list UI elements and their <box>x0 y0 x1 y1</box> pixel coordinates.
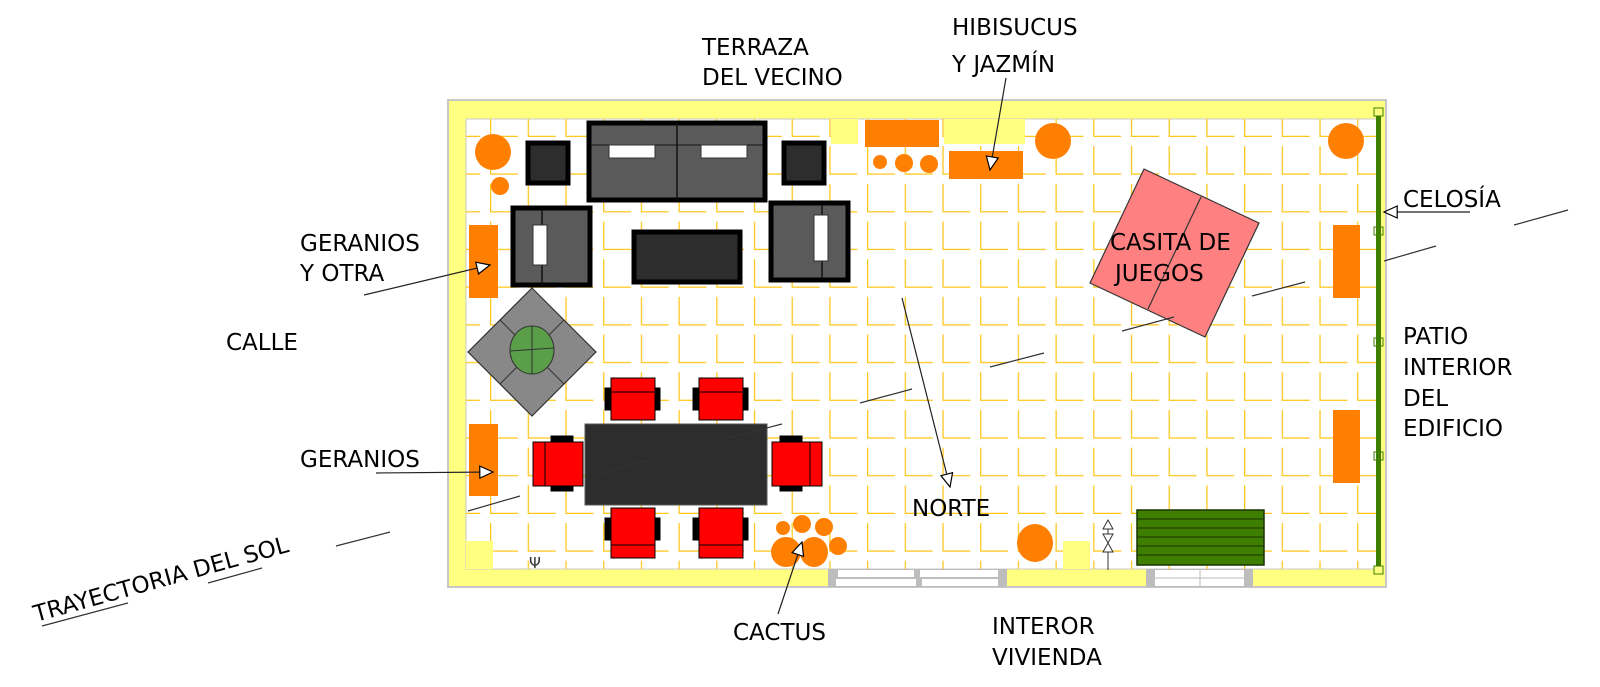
label-terraza: TERRAZA <box>701 35 809 61</box>
arrow-cactus <box>777 540 805 615</box>
side-table-left <box>525 140 571 186</box>
arrow-hibiscus <box>985 77 1007 172</box>
north-arrow-icon <box>901 297 954 489</box>
label-geranios-otra: Y OTRA <box>299 261 385 287</box>
dining-table <box>584 423 768 506</box>
label-casita: CASITA DE <box>1110 230 1231 256</box>
sun-trajectory <box>41 209 1569 627</box>
armchair-right <box>768 200 851 283</box>
planter-box <box>1333 225 1360 298</box>
label-arrows <box>363 77 1470 615</box>
arrow-geranios-otra <box>363 261 492 296</box>
label-sun-trajectory: TRAYECTORIA DEL SOL <box>30 532 292 628</box>
label-calle: CALLE <box>226 330 298 356</box>
label-norte: NORTE <box>912 496 990 522</box>
armchair-left <box>510 205 593 288</box>
door-interior-1 <box>828 569 1007 587</box>
geranium-planter <box>469 424 498 496</box>
antenna-icon: Ψ <box>529 554 541 572</box>
plant-pot <box>1017 524 1053 562</box>
chair <box>692 377 749 421</box>
planter-box <box>865 120 939 147</box>
label-interior: INTEROR <box>992 614 1095 640</box>
cactus-group <box>771 515 847 567</box>
valve-icon <box>1102 518 1114 570</box>
chair <box>532 435 584 492</box>
plant-pot <box>1035 123 1071 159</box>
diamond-planter <box>467 287 597 417</box>
arrow-geranios <box>375 465 495 480</box>
label-hibiscus: HIBISUCUS <box>952 15 1078 41</box>
label-celosia: CELOSÍA <box>1403 185 1501 213</box>
label-interior: VIVIENDA <box>992 645 1102 671</box>
chair <box>604 507 661 559</box>
yellow-block <box>944 119 1025 144</box>
label-casita: JUEGOS <box>1113 261 1204 287</box>
playhouse <box>1089 168 1260 338</box>
plant-pot <box>475 134 511 170</box>
label-terraza: DEL VECINO <box>702 65 843 91</box>
yellow-block <box>466 541 493 569</box>
label-hibiscus: Y JAZMÍN <box>951 50 1055 78</box>
plant-pot <box>1328 123 1364 159</box>
sofa <box>586 120 768 203</box>
lattice-celosia <box>1373 107 1384 575</box>
label-geranios-otra: GERANIOS <box>300 231 420 257</box>
coffee-table <box>631 229 743 285</box>
garden-bench <box>1136 509 1265 566</box>
yellow-block <box>831 119 858 144</box>
label-cactus: CACTUS <box>733 620 826 646</box>
yellow-block <box>1063 541 1090 569</box>
door-interior-2 <box>1146 569 1253 587</box>
label-patio: INTERIOR <box>1403 355 1512 381</box>
hibiscus-planter <box>949 151 1023 179</box>
dining-chairs <box>532 377 823 559</box>
chair <box>771 435 823 492</box>
geranium-planter <box>469 225 498 298</box>
plant-pot <box>491 177 509 195</box>
label-patio: EDIFICIO <box>1403 416 1503 442</box>
planter-box <box>1333 410 1360 483</box>
label-patio: DEL <box>1403 386 1448 412</box>
chair <box>692 507 749 559</box>
label-geranios: GERANIOS <box>300 447 420 473</box>
label-patio: PATIO <box>1403 324 1468 350</box>
chair <box>604 377 661 421</box>
side-table-right <box>781 140 827 186</box>
